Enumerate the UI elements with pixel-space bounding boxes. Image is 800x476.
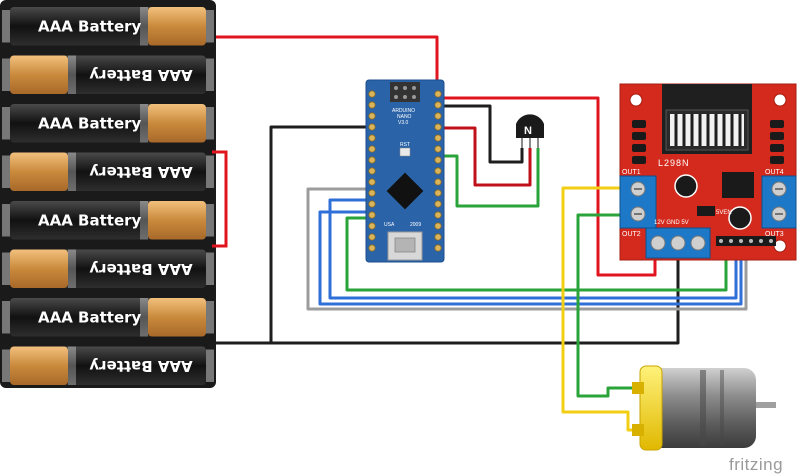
nano-pin (434, 189, 442, 197)
nano-label-rst: RST (400, 142, 410, 148)
jumper-5ven[interactable] (697, 206, 715, 216)
nano-pin (368, 145, 376, 153)
nano-label-arduino: ARDUINO (392, 108, 415, 114)
battery-cell-label: AAA Battery (38, 114, 142, 132)
nano-pin (434, 134, 442, 142)
battery-cell: AAA Battery (2, 201, 214, 240)
wire-gray-signal (306, 187, 748, 311)
heatsink (662, 84, 752, 154)
nano-pin (434, 200, 442, 208)
motor-shaft (752, 402, 776, 408)
nano-label-version: V3.0 (398, 120, 409, 126)
nano-pin (368, 167, 376, 175)
nano-pin (434, 123, 442, 131)
nano-label-year: 2009 (410, 222, 421, 228)
wire-transistor-black (440, 104, 524, 164)
wires (216, 35, 748, 432)
wire-ground-main (216, 255, 680, 345)
nano-pin (368, 112, 376, 120)
nano-pin (368, 90, 376, 98)
voltage-regulator (722, 172, 754, 198)
transistor: N (516, 114, 544, 148)
battery-cell-label: AAA Battery (89, 260, 193, 278)
battery-cell: AAA Battery (2, 55, 214, 94)
nano-pin (368, 244, 376, 252)
battery-cell-label: AAA Battery (89, 357, 193, 375)
battery-cell-label: AAA Battery (38, 211, 142, 229)
nano-pin (368, 200, 376, 208)
nano-pin (434, 233, 442, 241)
wire-blue-signal-2 (318, 210, 743, 306)
wire-motor-yellow (561, 186, 644, 432)
nano-pin (368, 123, 376, 131)
transistor-label: N (524, 125, 532, 137)
wire-battery-positive (216, 35, 439, 92)
nano-pin (368, 189, 376, 197)
nano-pin (434, 145, 442, 153)
nano-pin (434, 244, 442, 252)
battery-cell: AAA Battery (2, 346, 214, 385)
nano-pin (368, 233, 376, 241)
battery-cell: AAA Battery (2, 249, 214, 288)
nano-label-nano: NANO (397, 114, 412, 120)
icsp-header (390, 82, 420, 102)
fritzing-watermark: fritzing (729, 455, 783, 474)
label-out1: OUT1 (622, 169, 641, 176)
nano-pin (434, 178, 442, 186)
microcontroller-chip (386, 172, 424, 210)
battery-cell: AAA Battery (2, 7, 214, 46)
control-header (716, 236, 776, 246)
battery-cell-label: AAA Battery (38, 17, 142, 35)
capacitor-2 (728, 206, 752, 230)
nano-pin (434, 101, 442, 109)
label-out3: OUT3 (765, 231, 784, 238)
terminal-power (645, 227, 711, 259)
arduino-nano: ARDUINO NANO V3.0 RST USA 2009 (365, 79, 445, 263)
wire-blue-signal (328, 198, 738, 300)
nano-pin (368, 156, 376, 164)
l298n-driver: L298N 5VEN OUT1 OUT2 OUT4 OUT3 (619, 83, 797, 261)
nano-pin (368, 101, 376, 109)
label-5ven: 5VEN (716, 210, 732, 216)
wire-12v (440, 96, 657, 277)
battery-cell-label: AAA Battery (89, 163, 193, 181)
nano-pin (434, 112, 442, 120)
label-out2: OUT2 (622, 231, 641, 238)
nano-pin (368, 134, 376, 142)
nano-pin-headers (368, 90, 442, 252)
capacitor-1 (674, 174, 698, 198)
wire-ground-arduino (269, 125, 372, 343)
nano-pin (434, 90, 442, 98)
battery-cell: AAA Battery (2, 298, 214, 337)
terminal-out3-out4 (761, 175, 797, 229)
nano-pin (434, 222, 442, 230)
terminal-out1-out2 (619, 175, 657, 229)
wire-motor-green (576, 213, 644, 398)
nano-pin (368, 211, 376, 219)
driver-chip-label: L298N (658, 158, 690, 168)
nano-pin (368, 222, 376, 230)
battery-cell-label: AAA Battery (38, 308, 142, 326)
wire-green-signal (345, 216, 728, 292)
label-power-terminal: 12V GND 5V (654, 220, 689, 226)
nano-label-usa: USA (384, 222, 395, 228)
battery-cell-label: AAA Battery (89, 66, 193, 84)
wire-transistor-green (440, 148, 540, 208)
dc-motor (632, 365, 776, 451)
nano-pin (434, 211, 442, 219)
nano-pin (434, 156, 442, 164)
battery-jumper-wire (212, 150, 228, 248)
nano-pin (434, 167, 442, 175)
wire-transistor-red (440, 126, 532, 187)
battery-cell: AAA Battery (2, 104, 214, 143)
reset-button[interactable] (399, 147, 411, 157)
nano-pin (368, 178, 376, 186)
battery-cell: AAA Battery (2, 152, 214, 191)
label-out4: OUT4 (765, 169, 784, 176)
